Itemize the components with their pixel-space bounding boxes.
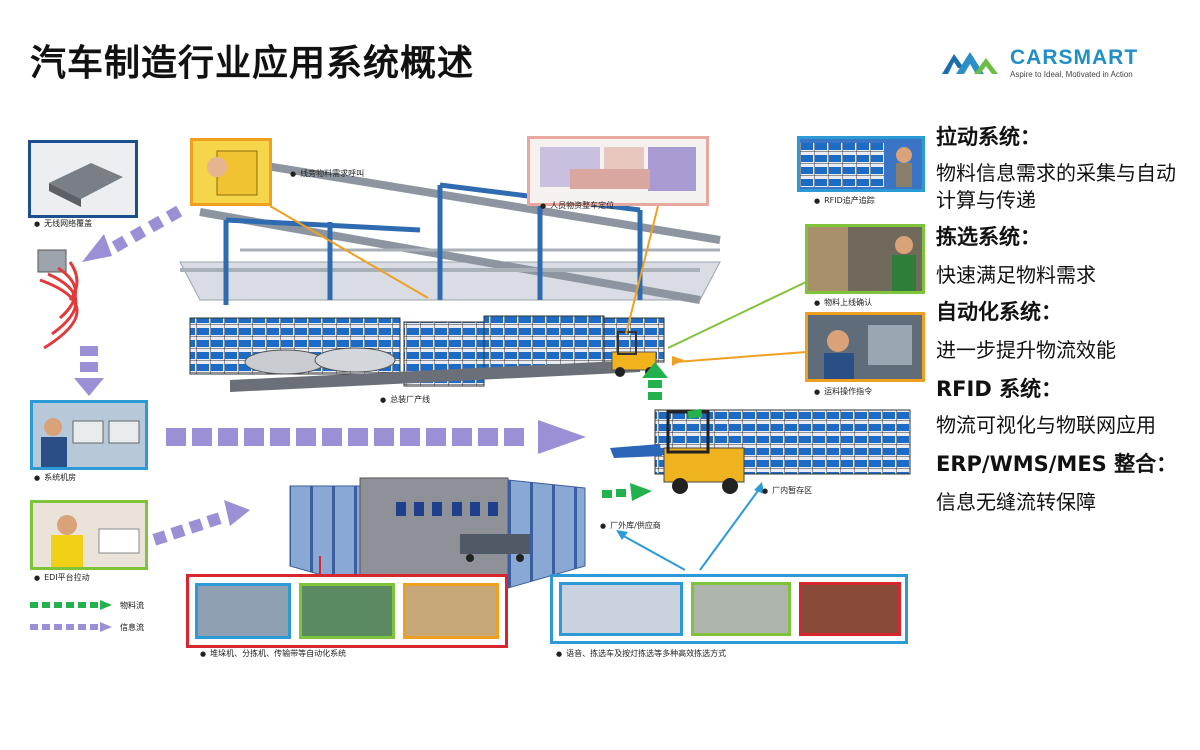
automation-photo-3 — [403, 583, 499, 639]
picking-photo-3 — [799, 582, 901, 636]
caption-rfid-track: RFID追产追踪 — [814, 195, 875, 206]
assembly-line-racks — [189, 315, 665, 392]
legend-info-flow-label: 信息流 — [120, 623, 144, 632]
pull-system-heading: 拉动系统： — [936, 125, 1041, 149]
caption-edi: EDI平台拉动 — [34, 572, 90, 583]
material-flow-arrows — [602, 362, 703, 501]
material-confirm-photo — [805, 224, 925, 294]
caption-personnel: 人员物资整车定位 — [540, 200, 614, 211]
pull-system-text: 物料信息需求的采集与自动计算与传递 — [936, 161, 1176, 212]
automation-system-text: 进一步提升物流效能 — [936, 338, 1116, 362]
edi-photo — [30, 500, 148, 570]
transport-cmd-photo — [805, 312, 925, 382]
picking-photo-2 — [691, 582, 791, 636]
erp-integration-heading: ERP/WMS/MES 整合： — [936, 452, 1178, 476]
caption-wireless: 无线网络覆盖 — [34, 218, 92, 229]
right-panel: 拉动系统： 物料信息需求的采集与自动计算与传递 拣选系统： 快速满足物料需求 自… — [936, 124, 1186, 516]
logistics-diagram — [37, 156, 911, 589]
automation-photo-2 — [299, 583, 395, 639]
legend-info-flow-swatch — [30, 622, 112, 632]
caption-warehouse: 厂外库/供应商 — [600, 520, 661, 531]
logo-text: CARSMART — [1010, 46, 1139, 69]
picking-system-heading: 拣选系统： — [936, 225, 1041, 249]
legend-material-flow-swatch — [30, 600, 112, 610]
caption-factory-temp: 厂内暂存区 — [762, 485, 812, 496]
carsmart-logo: CARSMART Aspire to Ideal, Motivated in A… — [940, 44, 1175, 80]
logo-tagline: Aspire to Ideal, Motivated in Action — [1010, 70, 1133, 79]
caption-call: 线旁物料需求呼叫 — [290, 168, 364, 179]
picking-photo-group — [550, 574, 908, 644]
page-title: 汽车制造行业应用系统概述 — [30, 43, 475, 84]
legend-material-flow-label: 物料流 — [120, 601, 144, 610]
legend: 物料流 信息流 — [30, 600, 180, 640]
automation-photo-1 — [195, 583, 291, 639]
wireless-ap-photo — [28, 140, 138, 218]
warehouse-building — [289, 477, 586, 589]
temp-storage-racks — [610, 409, 911, 494]
picking-photo-1 — [559, 582, 683, 636]
rfid-system-heading: RFID 系统： — [936, 377, 1063, 401]
rfid-photo — [797, 136, 925, 192]
wireless-signal-waves — [37, 249, 79, 350]
automation-photo-group — [186, 574, 508, 648]
call-button-photo — [190, 138, 272, 206]
automation-system-heading: 自动化系统： — [936, 300, 1062, 324]
caption-material-confirm: 物料上线确认 — [814, 297, 872, 308]
erp-integration-text: 信息无缝流转保障 — [936, 490, 1096, 514]
rfid-system-text: 物流可视化与物联网应用 — [936, 413, 1156, 437]
floorplan-photo — [527, 136, 709, 206]
gantry-structure — [179, 156, 721, 305]
caption-assembly: 总装厂产线 — [380, 394, 430, 405]
info-flow-arrows — [74, 205, 586, 546]
system-room-photo — [30, 400, 148, 470]
caption-automation: 堆垛机、分拣机、传输带等自动化系统 — [200, 648, 346, 659]
caption-picking: 语音、拣选车及按灯拣选等多种高效拣选方式 — [556, 648, 726, 659]
caption-transport-cmd: 运料操作指令 — [814, 386, 872, 397]
picking-system-text: 快速满足物料需求 — [936, 263, 1096, 287]
caption-system-room: 系统机房 — [34, 472, 76, 483]
carsmart-logo-icon — [942, 52, 998, 74]
